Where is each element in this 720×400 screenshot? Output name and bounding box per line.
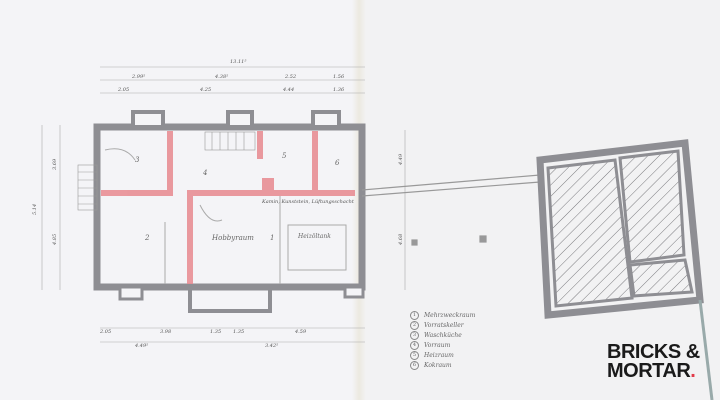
dim-label: 2.05 [99,329,111,335]
legend-item: 3 Waschküche [410,330,475,340]
dim-label: 4.44 [282,87,294,93]
dim-label: 4.59 [294,329,307,335]
dim-label: 2.52 [284,74,296,80]
dim-label: 1.36 [333,87,345,93]
legend-item: 6 Kokraum [410,360,475,370]
room-label-heizoeltank: Heizöltank [297,233,331,240]
room-number: 2 [144,234,150,242]
dim-label: 4.85 [52,234,58,246]
legend-number: 2 [410,320,419,330]
annex-building [536,139,714,400]
dim-label: 4.68 [398,234,404,246]
legend-label: Kokraum [424,361,452,369]
room-number: 3 [135,156,140,164]
partitions [104,148,347,284]
dim-label: 3.42⁵ [265,343,278,349]
dim-label: 4.25 [199,87,211,93]
legend-number: 4 [410,340,419,350]
dim-label: 3.98 [160,329,171,335]
room-number: 1 [270,234,274,242]
dim-label: 1.56 [333,74,345,80]
dim-label: 4.38⁵ [214,74,228,80]
left-page [0,0,358,400]
logo-line-1: BRICKS & [607,341,700,363]
legend-number: 1 [410,310,419,320]
dim-label: 5.14 [32,204,38,215]
legend-label: Vorraum [424,341,451,349]
stairs [77,131,256,211]
legend-item: 5 Heizraum [410,350,475,360]
logo-line-2: MORTAR [607,360,691,382]
dim-label: 2.99⁵ [131,74,145,80]
legend-item: 2 Vorratskeller [410,320,475,330]
room-numbers: 3 2 4 5 6 1 [135,152,340,242]
room-number: 6 [335,159,340,167]
logo-dot: . [690,360,696,382]
dim-label: 3.69 [52,158,58,170]
legend-number: 3 [410,330,419,340]
room-label-hobbyraum: Hobbyraum [211,234,254,242]
legend-number: 6 [410,360,419,370]
dim-label: 4.49⁵ [134,343,148,349]
dim-label: 1.35 [233,329,244,335]
legend-label: Mehrzweckraum [424,311,476,319]
legend-number: 5 [410,350,419,360]
dim-label: 4.49 [398,153,404,166]
legend-label: Heizraum [424,351,454,359]
dimension-labels: 13.11⁵ 2.99⁵ 4.38⁵ 2.52 1.56 2.05 4.25 4… [32,59,404,349]
connector-walls [361,174,541,246]
dim-label: 2.05 [117,87,129,93]
legend-item: 1 Mehrzweckraum [410,310,475,320]
legend-label: Vorratskeller [424,321,464,329]
room-number: 5 [282,152,287,160]
room-legend: 1 Mehrzweckraum 2 Vorratskeller 3 Waschküch… [410,310,475,370]
room-number: 4 [202,169,207,177]
new-walls [101,131,355,284]
outer-walls [93,110,366,313]
dim-label: 1.35 [210,329,221,335]
legend-item: 4 Vorraum [410,340,475,350]
overall-dimension: 13.11⁵ [230,59,246,65]
plan-note: Kamin, Kunststein, Lüftungsschacht [261,199,355,205]
dimension-lines [41,66,406,343]
bricks-and-mortar-logo: BRICKS & MORTAR. [607,341,700,382]
legend-label: Waschküche [424,331,462,339]
